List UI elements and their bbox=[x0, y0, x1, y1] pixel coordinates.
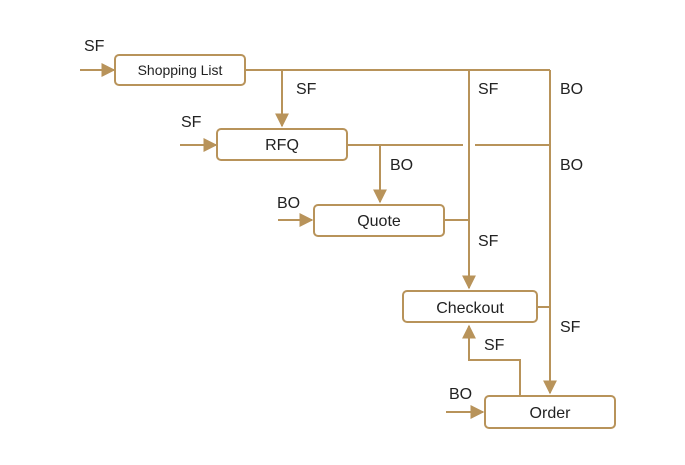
shopping-list-node bbox=[114, 54, 246, 86]
order-to-checkout-arrow bbox=[462, 324, 521, 397]
shopping-list-to-checkout-label: SF bbox=[478, 81, 499, 98]
order-node bbox=[484, 395, 616, 429]
checkout-node bbox=[402, 290, 538, 323]
shopping-list-to-rfq-label: SF bbox=[296, 81, 317, 98]
shopping-list-input-label: SF bbox=[84, 38, 105, 55]
rfq-input-label: SF bbox=[181, 114, 202, 131]
order-input-label: BO bbox=[449, 386, 472, 403]
rfq-label: RFQ bbox=[265, 137, 299, 154]
checkout-to-order-label: SF bbox=[560, 319, 581, 336]
shopping-list-label: Shopping List bbox=[138, 62, 223, 78]
order-label: Order bbox=[530, 405, 572, 422]
quote-input-label: BO bbox=[277, 195, 300, 212]
rfq-to-order-label: BO bbox=[560, 157, 583, 174]
order-to-checkout-label: SF bbox=[484, 337, 505, 354]
quote-node bbox=[313, 204, 445, 237]
checkout-label: Checkout bbox=[436, 300, 504, 317]
quote-label: Quote bbox=[357, 213, 401, 230]
rfq-node bbox=[216, 128, 348, 161]
quote-to-checkout-label: SF bbox=[478, 233, 499, 250]
rfq-to-quote-label: BO bbox=[390, 157, 413, 174]
shopping-list-to-order-label: BO bbox=[560, 81, 583, 98]
